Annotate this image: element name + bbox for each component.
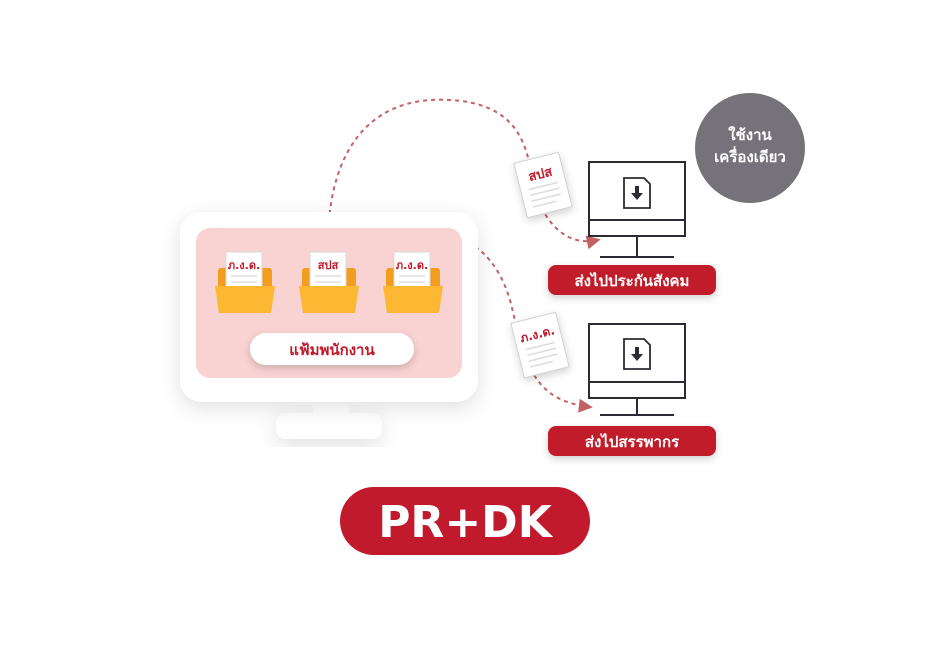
folder-3[interactable]: ภ.ง.ด. — [383, 251, 443, 313]
employee-file-label: แฟ้มพนักงาน — [289, 341, 375, 359]
folder-icon — [215, 286, 275, 313]
employee-file-button[interactable]: แฟ้มพนักงาน — [250, 333, 414, 365]
folder-icon — [299, 286, 359, 313]
folder-2[interactable]: สปส — [299, 251, 359, 313]
send-to-social-security-button[interactable]: ส่งไปประกันสังคม — [548, 265, 716, 295]
revenue-monitor — [588, 323, 686, 416]
tax-document: ภ.ง.ด. — [510, 311, 570, 379]
send-to-revenue-label: ส่งไปสรรพากร — [585, 432, 680, 451]
folder-1[interactable]: ภ.ง.ด. — [215, 251, 275, 313]
standalone-badge-line1: ใช้งาน — [728, 126, 772, 144]
download-doc-icon — [623, 338, 651, 370]
brand-badge: PR+DK — [340, 487, 590, 555]
send-to-revenue-button[interactable]: ส่งไปสรรพากร — [548, 426, 716, 456]
send-to-social-security-label: ส่งไปประกันสังคม — [575, 271, 690, 290]
folder-1-label: ภ.ง.ด. — [228, 259, 260, 272]
brand-name: PR+DK — [378, 497, 554, 548]
download-doc-icon — [623, 177, 651, 209]
standalone-badge-line2: เครื่องเดียว — [714, 146, 786, 166]
social-security-document: สปส — [513, 151, 573, 219]
folder-3-label: ภ.ง.ด. — [396, 259, 428, 272]
social-security-doc-label: สปส — [527, 165, 554, 185]
standalone-badge: ใช้งาน เครื่องเดียว — [695, 93, 805, 203]
folder-2-label: สปส — [318, 259, 339, 272]
main-monitor: ภ.ง.ด. สปส ภ.ง.ด. แฟ้มพนักงาน — [180, 212, 478, 439]
folder-icon — [383, 286, 443, 313]
social-security-monitor — [588, 161, 686, 258]
